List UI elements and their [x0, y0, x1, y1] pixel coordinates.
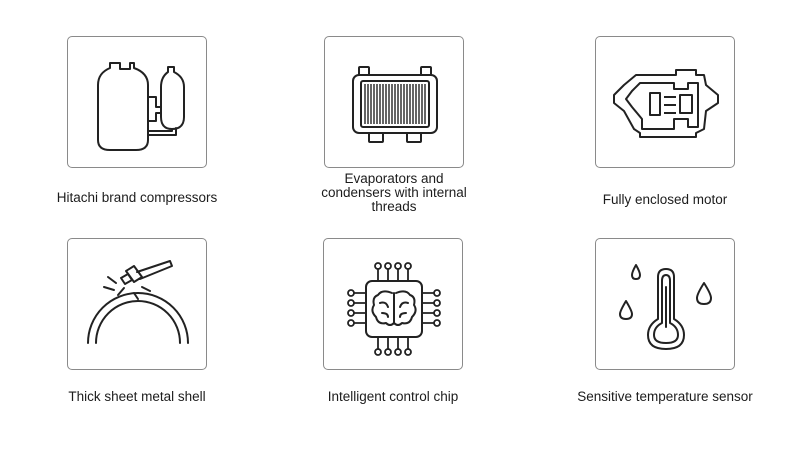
feature-card-shell	[67, 238, 207, 370]
feature-card-sensor	[595, 238, 735, 370]
feature-label-chip: Intelligent control chip	[327, 389, 459, 404]
feature-label-compressors: Hitachi brand compressors	[56, 190, 218, 205]
feature-card-chip	[323, 238, 463, 370]
compressor-icon	[97, 62, 185, 151]
enclosed-motor-icon	[613, 69, 719, 138]
hammer-shell-icon	[87, 260, 189, 344]
feature-card-compressors	[67, 36, 207, 168]
feature-card-motor	[595, 36, 735, 168]
thermometer-droplets-icon	[619, 264, 712, 350]
feature-label-sensor: Sensitive temperature sensor	[577, 389, 753, 404]
feature-label-shell: Thick sheet metal shell	[68, 389, 206, 404]
feature-label-motor: Fully enclosed motor	[602, 192, 728, 207]
feature-label-evaporators: Evaporators and condensers with internal…	[321, 171, 467, 214]
evaporator-condenser-icon	[352, 66, 438, 143]
brain-chip-icon	[347, 262, 441, 356]
feature-card-evaporators	[324, 36, 464, 168]
